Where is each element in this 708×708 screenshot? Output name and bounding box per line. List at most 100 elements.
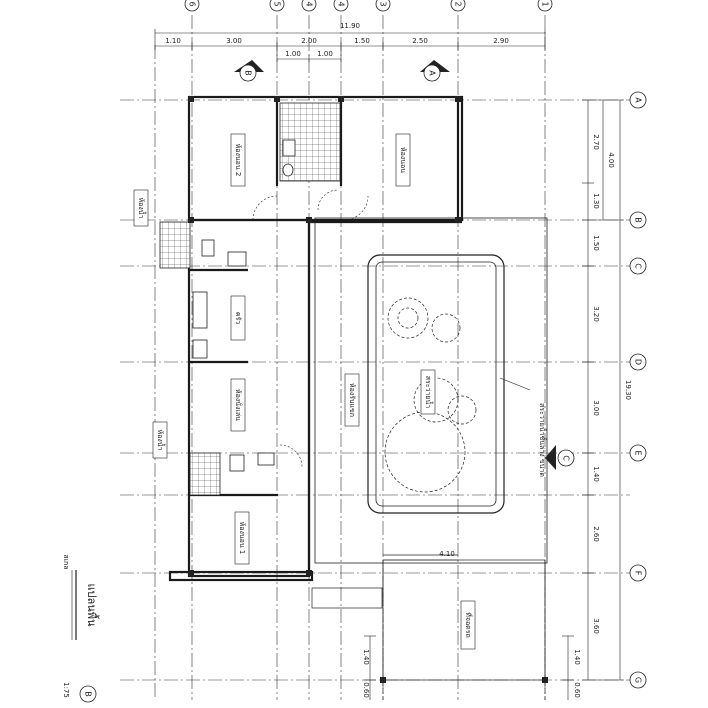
bottom-dimensions: [364, 559, 574, 700]
toilet-fixture: [201, 239, 215, 257]
room-tag: ห้องรับแขก: [344, 373, 360, 427]
right-dimension-labels: 2.70 1.30 1.50 3.20 3.00 1.40 2.60 3.60 …: [592, 134, 632, 634]
dim-label: 2.60: [592, 526, 600, 542]
column-label: 6: [188, 1, 197, 6]
room-tag: ห้องนั่งเล่น: [230, 378, 246, 432]
row-label: B: [634, 217, 643, 223]
room-name: ที่จอดรถ: [464, 612, 473, 637]
pool-inner: [375, 261, 497, 507]
column-bubble-6: 6: [184, 0, 200, 12]
dim-label: 1.10: [165, 37, 181, 45]
drawing-subtitle: สเกล: [62, 554, 70, 569]
room-tag: ห้องนอน: [395, 133, 411, 187]
section-label: B: [244, 70, 253, 76]
parking-area: [311, 554, 546, 700]
room-name: ห้องนอน: [399, 147, 407, 173]
walls: [168, 95, 464, 582]
top-dimensions: [154, 29, 546, 62]
toilet-area-bottom: [189, 452, 221, 496]
dim-label: 1.30: [592, 193, 600, 209]
room-name: ห้องนั่งเล่น: [234, 389, 243, 421]
door-swings: [252, 189, 369, 468]
column-label: 4: [337, 1, 346, 6]
column-bubble-3: 3: [375, 0, 391, 12]
column-label: 3: [379, 1, 388, 6]
dim-label: 3.60: [592, 618, 600, 634]
room-name: ห้องน้ำ: [137, 198, 148, 219]
row-bubble-C: C: [629, 257, 647, 275]
pool: [314, 217, 548, 564]
column-label: 1: [541, 1, 550, 6]
row-bubble-G: G: [629, 671, 647, 689]
toilet-fixture: [229, 454, 245, 472]
room-name: ห้องนอน 2: [234, 144, 242, 177]
sink-fixture: [227, 251, 247, 267]
row-bubble-D: D: [629, 353, 647, 371]
room-name: ห้องรับแขก: [348, 383, 356, 417]
counter-fixture: [192, 339, 208, 359]
dim-label: 1.40: [362, 649, 370, 665]
dim-label: 0.60: [362, 682, 370, 698]
room-tags: ห้องนอน 2 ห้องนอน ห้องน้ำ ครัว ห้องนั่งเ…: [133, 133, 476, 650]
dim-label: 3.00: [226, 37, 242, 45]
column-bubble-5: 5: [269, 0, 285, 12]
dim-label: 19.30: [624, 380, 632, 400]
room-tag: ห้องน้ำ: [152, 421, 168, 459]
room-tag: สระว่ายน้ำ: [420, 369, 436, 415]
room-tag: ห้องน้ำ: [133, 189, 149, 227]
section-marker-b-top: B: [234, 60, 264, 82]
column-bubble-4: 4: [301, 0, 317, 12]
top-dimension-labels: 11.90 1.10 3.00 2.00 1.50 2.50 2.90 1.00…: [165, 22, 509, 58]
column-bubbles: 6 5 4 4 3 2 1: [184, 0, 553, 12]
dim-label: 3.00: [592, 400, 600, 416]
room-name: สระว่ายน้ำ: [424, 376, 435, 409]
dim-label: 1.50: [354, 37, 370, 45]
sink-fixture: [257, 452, 275, 466]
toilet-bowl: [282, 163, 294, 177]
column-label: 5: [273, 1, 282, 6]
dim-label: 2.90: [493, 37, 509, 45]
pool-deck: [314, 217, 548, 564]
dim-label: 2.70: [592, 134, 600, 150]
row-bubble-B: B: [629, 211, 647, 229]
column-label: 2: [454, 1, 463, 6]
section-label: A: [428, 70, 437, 76]
dim-label: 1.00: [285, 50, 301, 58]
wet-areas: [159, 102, 341, 496]
room-tag: ห้องนอน 2: [230, 133, 246, 187]
pool-outer: [367, 254, 505, 514]
pool-features: [384, 297, 477, 493]
dim-label: 2.00: [301, 37, 317, 45]
right-dimensions: [582, 99, 624, 681]
row-label: F: [634, 571, 643, 576]
stove-fixture: [192, 291, 208, 329]
section-marker-c: C: [545, 445, 575, 470]
dim-label: 4.10: [439, 550, 455, 558]
pool-callout: สระว่ายน้ำชั้นล่าง ขนาด: [538, 403, 549, 477]
total-width-label: 11.90: [340, 22, 360, 30]
drawing-title: แปลนพื้น: [85, 583, 100, 627]
section-label: C: [562, 455, 571, 461]
section-markers: B A C: [234, 60, 575, 470]
column-bubble-1: 1: [537, 0, 553, 12]
column-bubble-4b: 4: [333, 0, 349, 12]
room-name: ครัว: [234, 312, 242, 324]
row-bubble-E: E: [629, 444, 647, 462]
column-bubble-2: 2: [450, 0, 466, 12]
drawing-scale: 1:75: [62, 682, 70, 698]
room-tag: ห้องนอน 1: [234, 511, 250, 565]
dim-label: 1.00: [317, 50, 333, 58]
row-label: A: [634, 97, 643, 103]
row-bubble-F: F: [629, 564, 647, 582]
room-tag: ที่จอดรถ: [460, 600, 476, 650]
room-tag: ครัว: [230, 295, 246, 341]
dim-label: 4.00: [607, 152, 615, 168]
dim-label: 1.50: [592, 235, 600, 251]
bottom-dimension-labels: 4.10 1.40 0.60 1.40 0.60: [362, 550, 581, 698]
room-name: ห้องน้ำ: [156, 430, 167, 451]
row-label: E: [634, 450, 643, 455]
row-label: C: [634, 263, 643, 269]
row-bubbles: A B C D E F G: [629, 91, 647, 689]
section-marker-a: A: [420, 60, 450, 82]
